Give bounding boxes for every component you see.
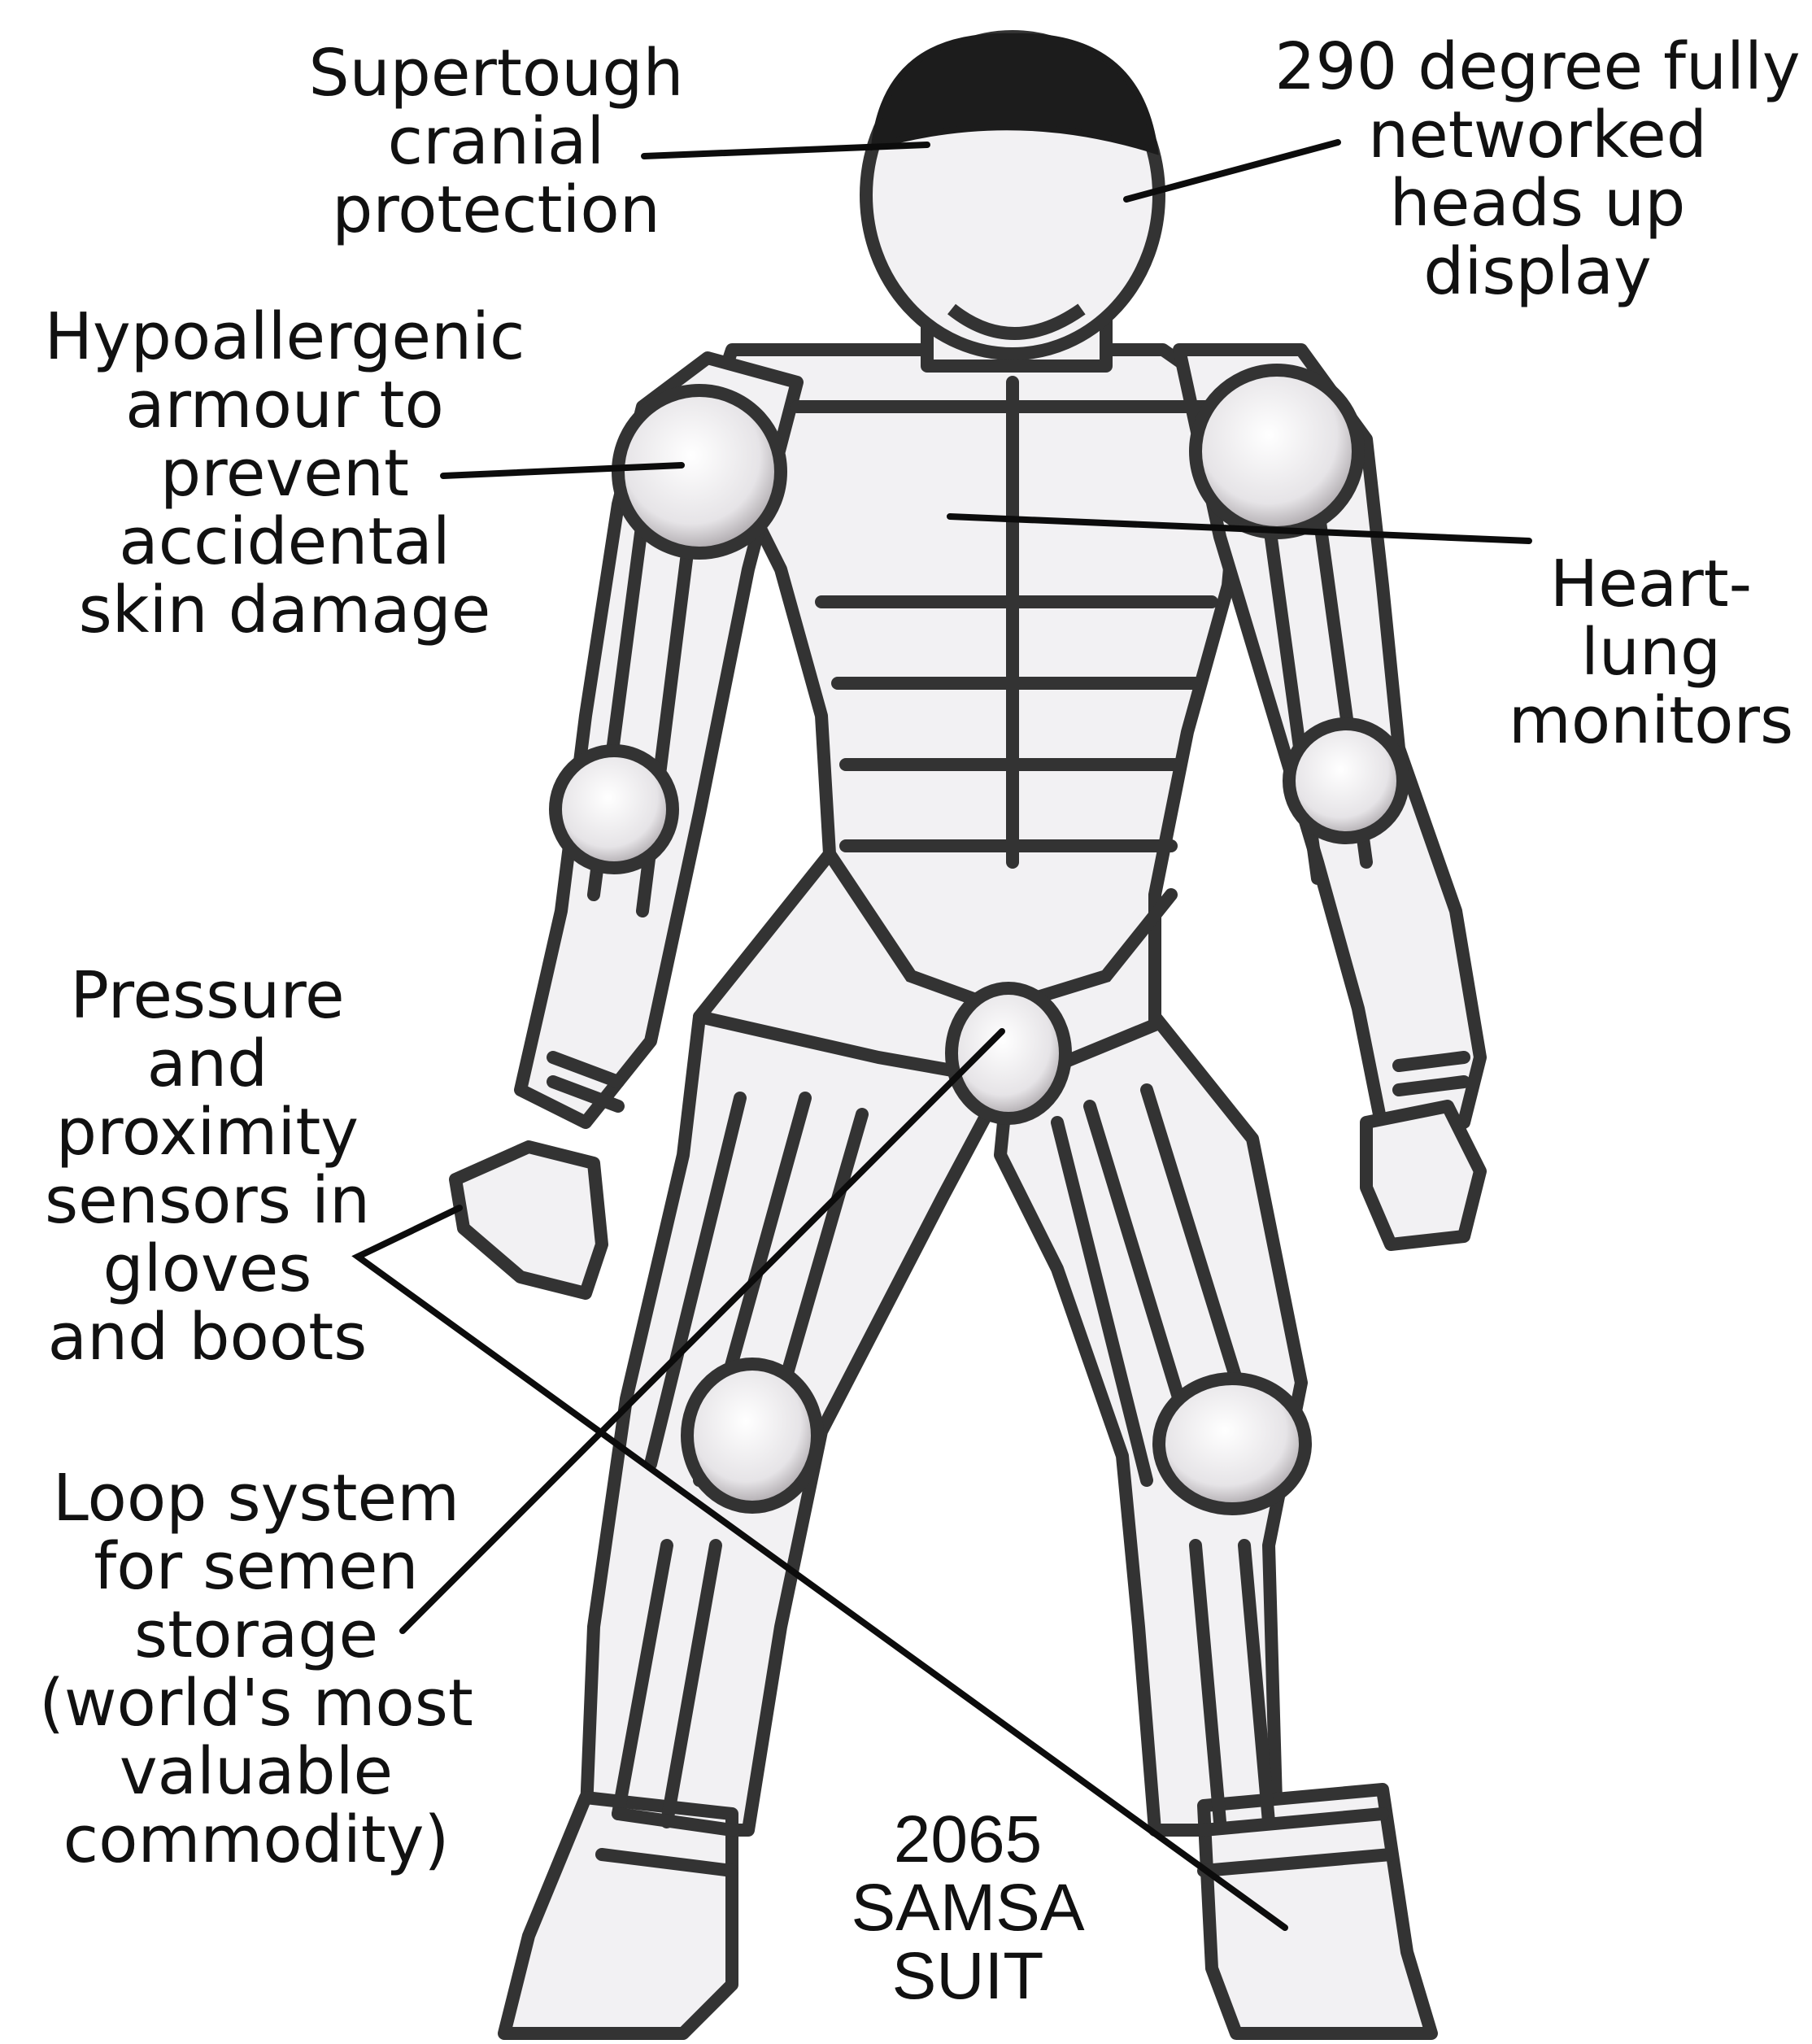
left-elbow-joint [555, 751, 673, 868]
callout-heart-lung-monitors: Heart- lung monitors [1496, 550, 1805, 755]
left-shoulder-joint [618, 390, 781, 553]
callout-cranial-protection: Supertough cranial protection [305, 39, 687, 244]
left-fist [455, 1147, 602, 1293]
right-knee-joint [1159, 1379, 1305, 1509]
groin-loop [952, 988, 1065, 1118]
callout-hypoallergenic-armour: Hypoallergenic armour to prevent acciden… [33, 303, 537, 644]
right-fist [1366, 1106, 1480, 1244]
left-boot [504, 1798, 732, 2033]
right-shoulder-joint [1196, 370, 1358, 533]
callout-loop-system: Loop system for semen storage (world's m… [16, 1464, 496, 1874]
right-elbow-joint [1289, 724, 1403, 838]
callout-pressure-sensors: Pressure and proximity sensors in gloves… [33, 961, 382, 1371]
left-knee-joint [687, 1364, 817, 1507]
diagram-title: 2065 SAMSA SUIT [813, 1806, 1122, 2011]
callout-heads-up-display: 290 degree fully networked heads up disp… [1267, 33, 1808, 306]
